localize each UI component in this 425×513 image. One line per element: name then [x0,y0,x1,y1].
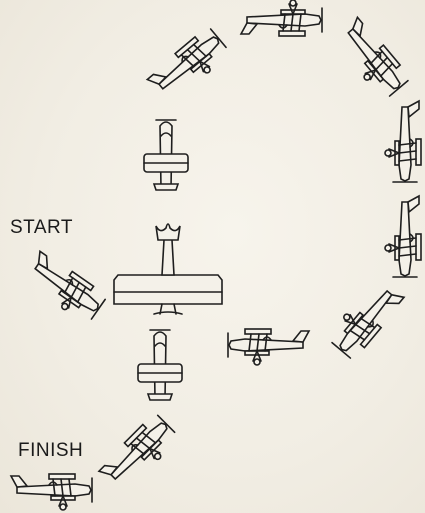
biplane-icon [98,413,181,496]
biplane-icon [228,329,309,365]
biplane-icon [241,0,322,36]
biplane-icon [331,16,411,101]
finish-label: FINISH [18,440,83,462]
biplane-icon [20,250,107,326]
biplane-icon [138,330,182,400]
biplane-icon [114,224,222,314]
biplane-icon [385,196,421,277]
biplane-icon [385,101,421,182]
biplane-icon [326,275,406,360]
start-label: START [10,217,73,239]
biplane-icon [11,474,92,510]
biplane-icon [146,26,231,106]
biplane-icon [144,120,188,190]
